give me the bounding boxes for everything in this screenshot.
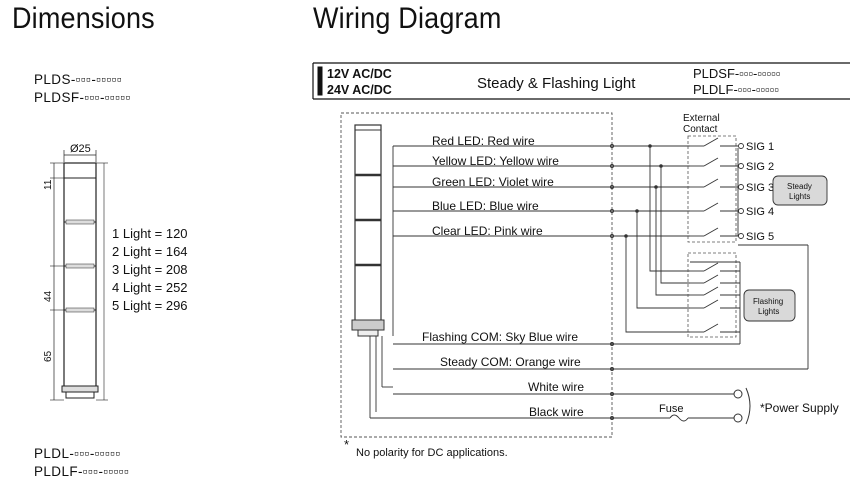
- tower-body: [63, 162, 97, 392]
- voltage-12v: 12V AC/DC: [327, 67, 392, 81]
- header-steady-flashing: Steady & Flashing Light: [477, 75, 636, 92]
- sig-3: SIG 3: [746, 182, 774, 194]
- dim-11: 11: [43, 179, 54, 190]
- sig-5: SIG 5: [746, 231, 774, 243]
- steady-com-label: Steady COM: Orange wire: [440, 355, 581, 369]
- flashing-com-label: Flashing COM: Sky Blue wire: [422, 330, 578, 344]
- wire-label-clear: Clear LED: Pink wire: [432, 224, 543, 238]
- tower-dimension-drawing: Ø25: [50, 143, 108, 401]
- sig-2: SIG 2: [746, 161, 774, 173]
- fuse-label: Fuse: [659, 403, 683, 415]
- wiring-diagram-title: Wiring Diagram: [313, 2, 502, 35]
- wiring-header: [312, 62, 850, 100]
- white-wire-label: White wire: [528, 380, 584, 394]
- light-height-list: 1 Light = 120 2 Light = 164 3 Light = 20…: [112, 225, 188, 315]
- steady-contact-box: [687, 135, 737, 243]
- steady-box-line2: Lights: [789, 192, 810, 201]
- footnote-text: No polarity for DC applications.: [356, 447, 508, 459]
- light-height-5: 5 Light = 296: [112, 298, 188, 313]
- power-supply-terminals: [733, 387, 751, 425]
- model-pldl: PLDL-▫▫▫-▫▫▫▫▫: [34, 446, 121, 461]
- wire-label-yellow: Yellow LED: Yellow wire: [432, 154, 559, 168]
- dimensions-title: Dimensions: [12, 2, 155, 35]
- diameter-label: Ø25: [70, 143, 91, 155]
- flashing-box-line2: Lights: [758, 307, 779, 316]
- junction-dots: [610, 144, 663, 420]
- steady-lights-box: [772, 175, 828, 206]
- sig-4: SIG 4: [746, 206, 774, 218]
- light-height-3: 3 Light = 208: [112, 262, 188, 277]
- flashing-lights-box: [743, 289, 796, 322]
- steady-switches: [690, 137, 738, 237]
- sig-1: SIG 1: [746, 141, 774, 153]
- external-contact-label-2: Contact: [683, 124, 718, 135]
- wire-lines: [369, 145, 809, 422]
- tower-enclosure: [340, 112, 613, 438]
- wire-label-blue: Blue LED: Blue wire: [432, 199, 539, 213]
- dim-65: 65: [43, 350, 54, 362]
- header-model-pldsf: PLDSF-▫▫▫-▫▫▫▫▫: [693, 66, 780, 81]
- light-height-2: 2 Light = 164: [112, 244, 188, 259]
- voltage-24v: 24V AC/DC: [327, 83, 392, 97]
- model-pldsf: PLDSF-▫▫▫-▫▫▫▫▫: [34, 90, 131, 105]
- footnote-mark: *: [344, 437, 349, 452]
- black-wire-label: Black wire: [529, 405, 584, 419]
- flashing-switches: [690, 261, 740, 333]
- model-pldlf: PLDLF-▫▫▫-▫▫▫▫▫: [34, 464, 130, 479]
- light-height-4: 4 Light = 252: [112, 280, 188, 295]
- sig-terminals: [738, 143, 744, 239]
- model-plds: PLDS-▫▫▫-▫▫▫▫▫: [34, 72, 123, 87]
- dim-44: 44: [43, 290, 54, 302]
- light-height-1: 1 Light = 120: [112, 226, 188, 241]
- wire-label-red: Red LED: Red wire: [432, 134, 535, 148]
- wire-label-green: Green LED: Violet wire: [432, 175, 554, 189]
- power-supply-label: *Power Supply: [760, 401, 839, 415]
- steady-box-line1: Steady: [787, 182, 812, 191]
- header-model-pldlf: PLDLF-▫▫▫-▫▫▫▫▫: [693, 82, 779, 97]
- wiring-tower: [351, 124, 385, 337]
- flashing-box-line1: Flashing: [753, 297, 783, 306]
- external-contact-label-1: External: [683, 113, 720, 124]
